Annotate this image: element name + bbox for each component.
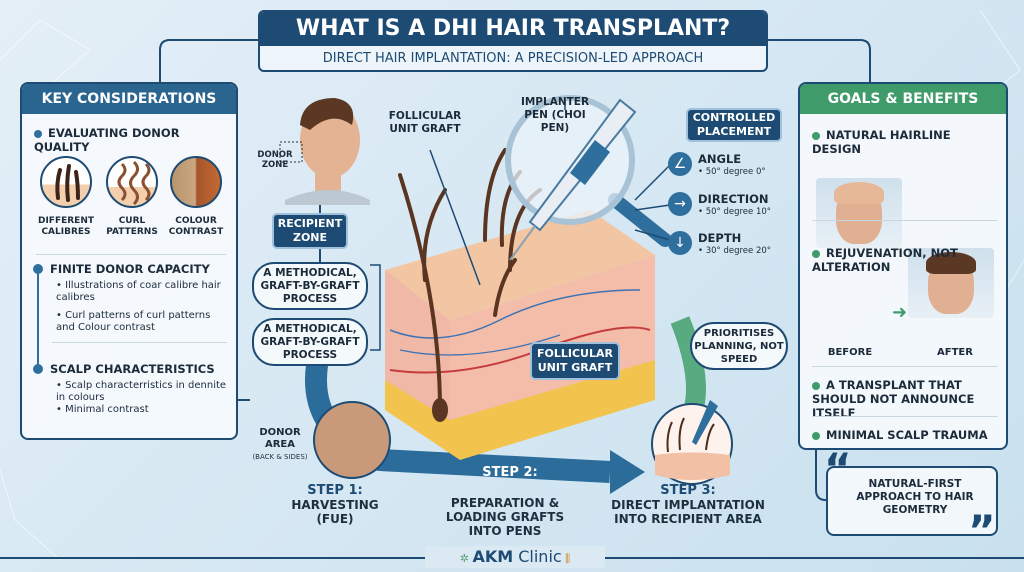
bullet-text: • Scalp characterristics in dennite in c… xyxy=(56,380,227,403)
benefit-item: REJUVENATION, NOT ALTERATION xyxy=(812,246,958,274)
donor-zone-label: DONOR ZONE xyxy=(257,150,293,170)
param-label: ANGLE xyxy=(698,152,742,166)
bullet-dot-icon xyxy=(812,249,820,258)
benefit-item: MINIMAL SCALP TRAUMA xyxy=(812,428,1002,442)
section-title: FINITE DONOR CAPACITY xyxy=(50,262,210,276)
param-label: DEPTH xyxy=(698,231,742,245)
skin-top xyxy=(385,210,655,320)
patient-profile-image xyxy=(279,98,370,205)
divider xyxy=(812,416,998,417)
bullet-text: • Curl patterns of curl patterns and Col… xyxy=(56,310,211,333)
timeline-line xyxy=(37,268,39,368)
bullet-dot-icon xyxy=(33,364,43,374)
arrow-right-icon: → xyxy=(668,192,692,216)
benefit-item: NATURAL HAIRLINE DESIGN xyxy=(812,128,951,156)
section-donor-quality: EVALUATING DONOR QUALITY xyxy=(34,126,236,154)
methodical-process-bubble: A METHODICAL, GRAFT-BY-GRAFT PROCESS xyxy=(252,318,368,366)
step-2-number: STEP 2: xyxy=(482,465,538,480)
bullet-dot-icon xyxy=(34,129,42,138)
panel-header: GOALS & BENEFITS xyxy=(800,84,1006,114)
arrow-down-icon: ↓ xyxy=(668,231,692,255)
akm-clinic-logo: ✲ AKM Clinic ⫼ xyxy=(425,546,605,568)
follicular-unit-graft-callout: FOLLICULAR UNIT GRAFT xyxy=(530,342,620,380)
follicular-unit-graft-label: FOLLICULAR UNIT GRAFT xyxy=(388,110,462,135)
divider xyxy=(812,220,998,221)
arrow-right-icon: ➜ xyxy=(892,302,908,323)
param-detail: • 50° degree 0° xyxy=(698,167,766,177)
param-detail: • 30° degree 20° xyxy=(698,246,772,256)
bullet-dot-icon xyxy=(812,431,820,440)
page-title: WHAT IS A DHI HAIR TRANSPLANT? xyxy=(260,12,766,46)
curl-pattern-icon xyxy=(106,156,158,208)
dhi-illustration xyxy=(279,95,733,494)
bullet-text: • Illustrations of coar calibre hair cal… xyxy=(56,280,221,303)
magnifier-handle xyxy=(608,193,672,247)
divider xyxy=(52,342,227,343)
after-label: AFTER xyxy=(937,347,973,358)
bullet-dot-icon xyxy=(812,131,820,140)
key-considerations-panel: KEY CONSIDERATIONS EVALUATING DONOR QUAL… xyxy=(20,82,238,440)
fat-layer xyxy=(385,360,655,460)
methodical-process-bubble: A METHODICAL, GRAFT-BY-GRAFT PROCESS xyxy=(252,262,368,310)
bullet-dot-icon xyxy=(33,264,43,274)
section-title: EVALUATING DONOR QUALITY xyxy=(34,126,180,154)
param-label: DIRECTION xyxy=(698,192,769,206)
panel-header: KEY CONSIDERATIONS xyxy=(22,84,236,114)
param-detail: • 50° degree 10° xyxy=(698,207,772,217)
prioritises-planning-bubble: PRIORITISES PLANNING, NOT SPEED xyxy=(690,322,788,370)
benefit-item: A TRANSPLANT THAT SHOULD NOT ANNOUNCE IT… xyxy=(812,378,975,420)
controlled-placement-label: CONTROLLED PLACEMENT xyxy=(686,108,782,142)
step-1: STEP 1:HARVESTING (FUE) xyxy=(291,483,379,527)
implanter-pen-icon xyxy=(509,98,637,261)
bullet-dot-icon xyxy=(812,381,820,390)
title-box: WHAT IS A DHI HAIR TRANSPLANT? DIRECT HA… xyxy=(258,10,768,72)
divider xyxy=(812,366,998,367)
bars-icon: ⫼ xyxy=(561,552,571,565)
arrow-head xyxy=(610,450,645,494)
donor-area-scalp-image xyxy=(313,401,391,479)
goals-benefits-panel: GOALS & BENEFITS NATURAL HAIRLINE DESIGN… xyxy=(798,82,1008,450)
page-subtitle: DIRECT HAIR IMPLANTATION: A PRECISION-LE… xyxy=(322,51,704,66)
close-quote-icon: ” xyxy=(968,506,996,555)
open-quote-icon: “ xyxy=(824,444,852,493)
before-label: BEFORE xyxy=(827,347,873,358)
hair-calibre-icon xyxy=(40,156,92,208)
recipient-zone-label: RECIPIENT ZONE xyxy=(272,213,348,249)
balding-face-image xyxy=(816,178,902,248)
colour-contrast-icon xyxy=(170,156,222,208)
divider xyxy=(36,254,226,255)
quote-text: NATURAL-FIRST APPROACH TO HAIR GEOMETRY xyxy=(856,478,974,516)
implanter-pen-label: IMPLANTER PEN (CHOI PEN) xyxy=(520,96,590,134)
bullet-text: • Minimal contrast xyxy=(56,404,149,415)
section-title: SCALP CHARACTERISTICS xyxy=(50,362,215,376)
leaf-icon: ✲ xyxy=(459,552,473,565)
donor-area-label: DONOR AREA(BACK & SIDES) xyxy=(252,427,308,461)
step-2: PREPARATION & LOADING GRAFTS INTO PENS xyxy=(445,496,565,538)
quote-box: NATURAL-FIRST APPROACH TO HAIR GEOMETRY xyxy=(826,466,998,536)
restored-face-image xyxy=(908,248,994,318)
angle-icon: ∠ xyxy=(668,152,692,176)
step-3: STEP 3:DIRECT IMPLANTATION INTO RECIPIEN… xyxy=(611,483,765,527)
